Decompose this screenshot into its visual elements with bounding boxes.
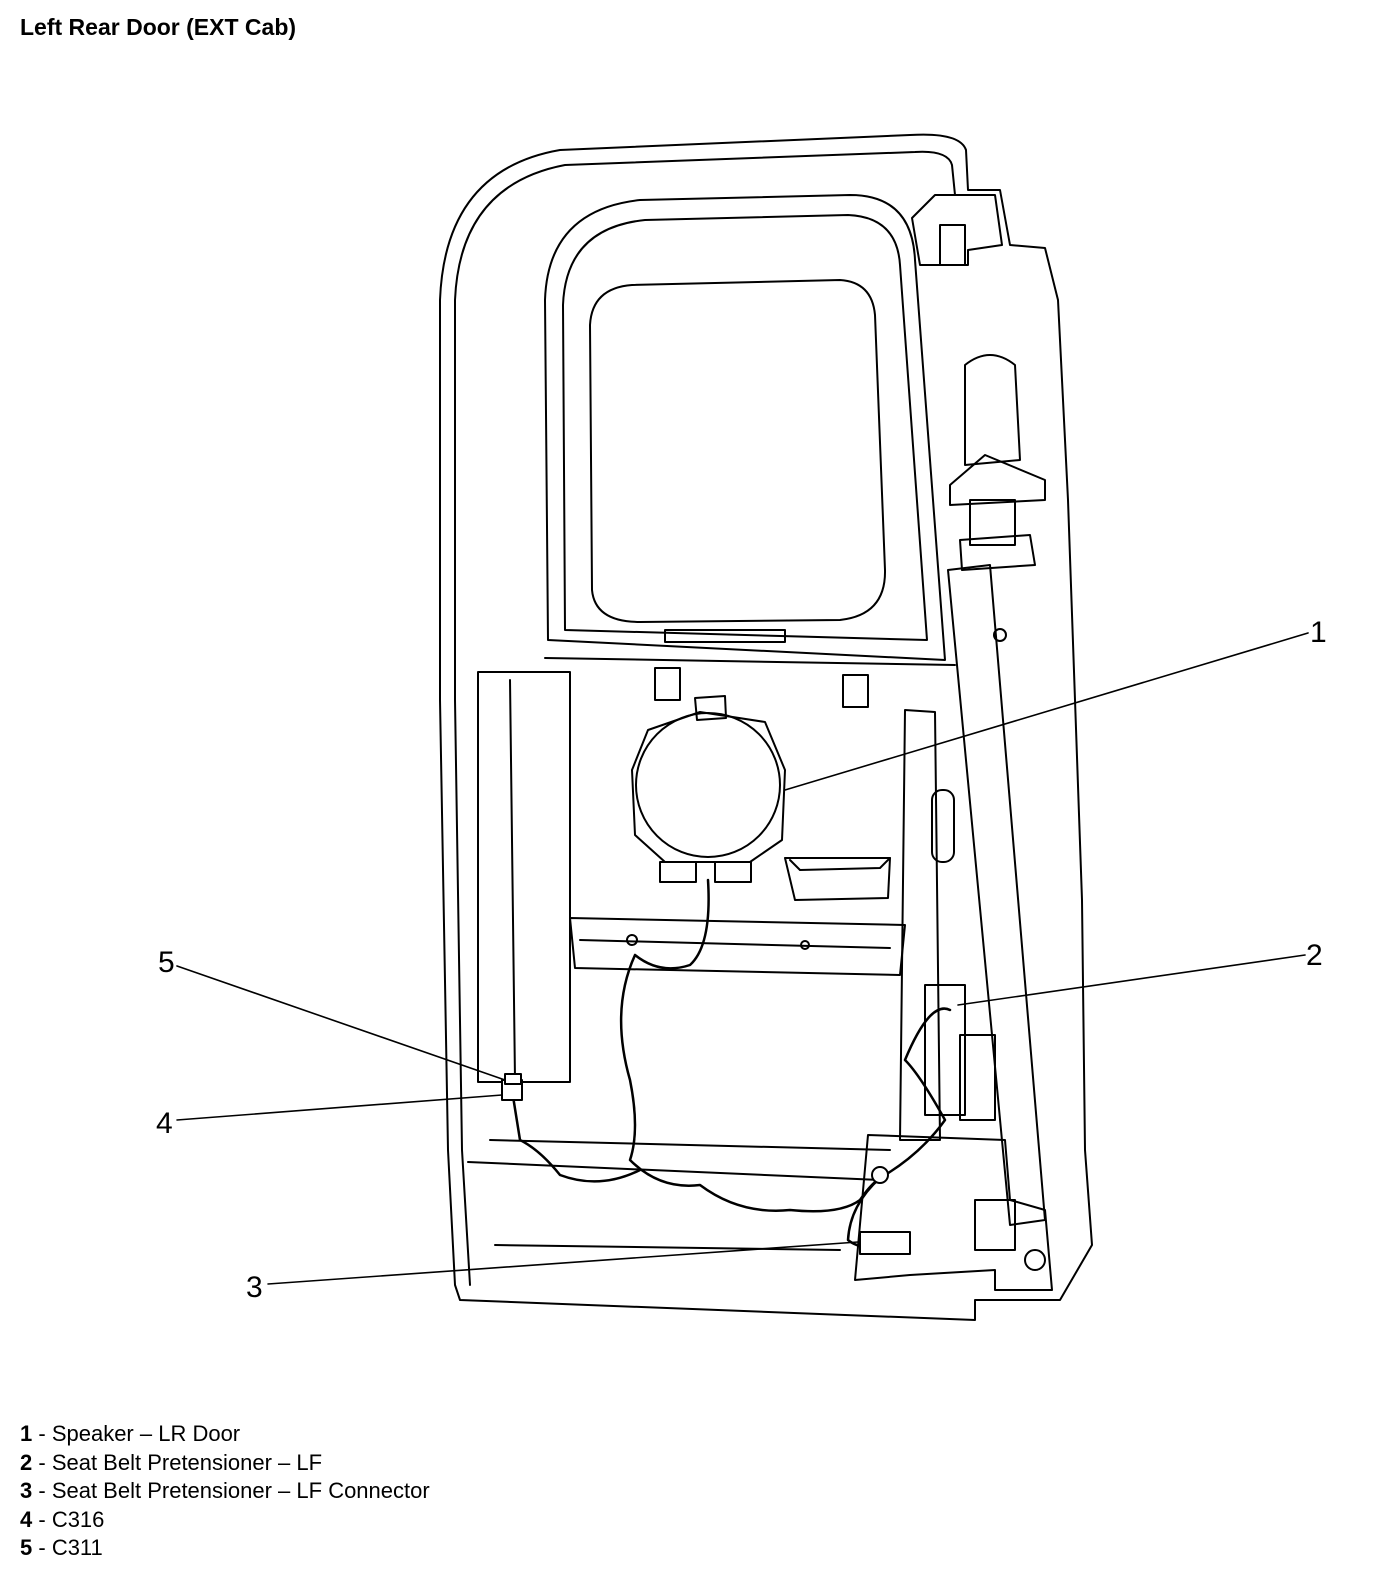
legend-separator: - xyxy=(32,1535,52,1560)
legend-number: 5 xyxy=(20,1535,33,1560)
lower-panel-line-1 xyxy=(489,1139,891,1151)
connector-c311 xyxy=(504,1073,522,1085)
pretensioner-body xyxy=(924,984,966,1116)
callout-3-number: 3 xyxy=(246,1271,263,1304)
legend-item-5: 5 - C311 xyxy=(20,1534,430,1563)
legend-separator: - xyxy=(32,1478,52,1503)
legend-description: C316 xyxy=(51,1506,105,1532)
connector-pretensioner xyxy=(859,1231,911,1255)
wiring-harness xyxy=(619,878,882,1213)
pretensioner-mount xyxy=(959,1034,996,1121)
lower-latch-assembly xyxy=(854,1134,1053,1291)
window-frame-mid xyxy=(562,214,928,641)
door-inner-edge xyxy=(454,150,956,1286)
speaker-connector-right xyxy=(714,861,752,883)
legend-description: C311 xyxy=(51,1535,103,1560)
diagram-title: Left Rear Door (EXT Cab) xyxy=(20,14,297,40)
latch-slot xyxy=(931,789,955,863)
callout-2-number: 2 xyxy=(1306,939,1323,972)
seat-belt-retainer xyxy=(959,534,1036,571)
wiring-harness-left xyxy=(510,1088,642,1183)
callout-5-leader xyxy=(176,965,506,1081)
window-tab xyxy=(664,629,786,643)
callout-4-leader xyxy=(176,1094,503,1121)
door-handle-lip xyxy=(789,857,891,871)
cross-brace xyxy=(569,917,906,976)
legend-description: Seat Belt Pretensioner – LF Connector xyxy=(51,1478,430,1503)
legend-item-3: 3 - Seat Belt Pretensioner – LF Connecto… xyxy=(20,1477,430,1506)
callout-legend: 1 - Speaker – LR Door 2 - Seat Belt Pret… xyxy=(20,1420,430,1563)
legend-item-4: 4 - C316 xyxy=(20,1506,430,1535)
callout-4-number: 4 xyxy=(156,1107,173,1140)
seat-belt-track xyxy=(947,564,1046,1226)
legend-separator: - xyxy=(32,1506,52,1532)
seat-belt-buckle xyxy=(969,499,1016,546)
door-outer-panel xyxy=(439,133,1093,1321)
left-vertical-bracket xyxy=(477,671,571,1083)
lower-hinge-block xyxy=(974,1199,1016,1251)
callout-1-leader xyxy=(784,632,1309,791)
legend-number: 2 xyxy=(20,1449,33,1475)
window-sill xyxy=(544,657,956,666)
callout-2-leader xyxy=(957,954,1306,1006)
speaker-housing xyxy=(631,711,786,863)
panel-clip-right xyxy=(842,674,869,708)
panel-clip-left xyxy=(654,667,681,701)
upper-hinge xyxy=(911,194,1003,266)
legend-separator: - xyxy=(32,1449,52,1475)
cross-brace-hole-1 xyxy=(626,934,638,946)
left-bracket-inner xyxy=(509,679,516,1081)
legend-separator: - xyxy=(32,1421,52,1446)
legend-item-2: 2 - Seat Belt Pretensioner – LF xyxy=(20,1449,430,1478)
lower-panel-line-2 xyxy=(467,1161,881,1181)
connector-grommet xyxy=(871,1166,889,1184)
callout-3-leader xyxy=(267,1241,859,1285)
legend-number: 4 xyxy=(20,1506,33,1532)
right-vertical-bracket xyxy=(899,709,941,1141)
speaker-connector-left xyxy=(659,861,697,883)
legend-item-1: 1 - Speaker – LR Door xyxy=(20,1420,430,1449)
lower-panel-line-3 xyxy=(494,1244,841,1251)
door-handle-pocket xyxy=(784,857,891,901)
seat-belt-guide-mid xyxy=(949,454,1046,506)
wiring-harness-right xyxy=(878,1007,952,1180)
window-frame-outer xyxy=(544,194,946,661)
speaker-mount-tab xyxy=(694,695,727,721)
legend-description: Seat Belt Pretensioner – LF xyxy=(51,1449,323,1475)
callout-5-number: 5 xyxy=(158,946,175,979)
upper-hinge-block xyxy=(939,224,966,266)
lower-hinge-bolt xyxy=(1024,1249,1046,1271)
door-diagram: 1 2 3 4 5 xyxy=(156,133,1327,1321)
legend-description: Speaker – LR Door xyxy=(51,1421,241,1446)
legend-number: 3 xyxy=(20,1478,33,1503)
window-glass xyxy=(589,279,887,623)
callout-1-number: 1 xyxy=(1310,616,1327,649)
legend-number: 1 xyxy=(20,1421,33,1446)
speaker-cone xyxy=(635,712,781,858)
cross-brace-hole-2 xyxy=(800,940,810,950)
seat-belt-guide-upper xyxy=(964,354,1021,466)
cross-brace-line xyxy=(579,939,891,949)
seat-belt-bolt xyxy=(993,628,1007,642)
